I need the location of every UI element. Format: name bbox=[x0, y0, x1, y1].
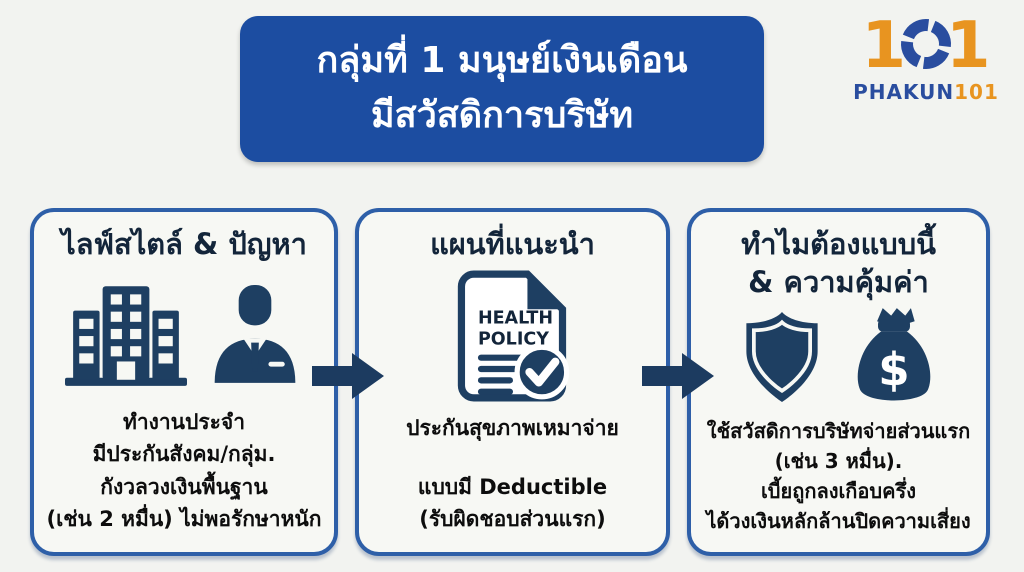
card2-line-3: (รับผิดชอบส่วนแรก) bbox=[419, 507, 606, 532]
money-bag-dollar-symbol: $ bbox=[878, 343, 909, 396]
card1-body-text: ทำงานประจำ มีประกันสังคม/กลุ่ม. กังวลวงเ… bbox=[47, 406, 322, 536]
doc-label-policy: POLICY bbox=[477, 329, 548, 349]
card2-icon-row: HEALTH POLICY bbox=[455, 264, 571, 413]
shield-icon bbox=[737, 308, 827, 410]
card1-heading: ไลฟ์สไตล์ & ปัญหา bbox=[61, 227, 307, 261]
card3-line-1: ใช้สวัสดิการบริษัทจ่ายส่วนแรก bbox=[706, 419, 971, 443]
card3-heading: ทำไมต้องแบบนี้ & ความคุ้มค่า bbox=[741, 226, 936, 301]
card3-line-4: ได้วงเงินหลักล้านปิดความเสี่ยง bbox=[706, 509, 971, 533]
title-line-1: กลุ่มที่ 1 มนุษย์เงินเดือน bbox=[316, 40, 688, 82]
logo-wordmark: PHAKUN101 bbox=[846, 80, 1006, 104]
health-policy-document-icon: HEALTH POLICY bbox=[455, 270, 571, 406]
card1-line-2: มีประกันสังคม/กลุ่ม. bbox=[92, 442, 276, 467]
logo-ring-zero-icon bbox=[897, 15, 955, 77]
card1-icon-row bbox=[65, 264, 303, 406]
card3-body-text: ใช้สวัสดิการบริษัทจ่ายส่วนแรก (เช่น 3 หม… bbox=[706, 416, 970, 536]
card3-heading-line-2: & ความคุ้มค่า bbox=[748, 264, 929, 299]
card-lifestyle-problems: ไลฟ์สไตล์ & ปัญหา bbox=[30, 208, 338, 556]
logo-digit-left: 1 bbox=[861, 9, 906, 83]
card2-line-1: ประกันสุขภาพเหมาจ่าย bbox=[406, 416, 619, 441]
flow-arrow-2-icon bbox=[642, 353, 714, 399]
title-banner: กลุ่มที่ 1 มนุษย์เงินเดือน มีสวัสดิการบร… bbox=[240, 16, 764, 162]
card3-icon-row: $ bbox=[737, 301, 941, 416]
card3-line-2: (เช่น 3 หมื่น). bbox=[774, 449, 903, 473]
card2-spacer bbox=[406, 445, 619, 471]
phakun101-logo: 1 1 PHAKUN101 bbox=[846, 14, 1006, 104]
card1-line-4: (เช่น 2 หมื่น) ไม่พอรักษาหนัก bbox=[46, 507, 322, 532]
logo-101-mark: 1 1 bbox=[846, 14, 1006, 78]
card3-heading-line-1: ทำไมต้องแบบนี้ bbox=[741, 227, 936, 261]
businessman-icon bbox=[207, 280, 303, 390]
card-recommended-plan: แผนที่แนะนำ HEALTH POLICY ประกันสุขภาพเห… bbox=[355, 208, 670, 556]
logo-digit-right: 1 bbox=[946, 9, 991, 83]
card3-line-3: เบี้ยถูกลงเกือบครึ่ง bbox=[760, 479, 916, 503]
logo-wordmark-number: 101 bbox=[954, 80, 999, 104]
flow-arrow-1-icon bbox=[312, 353, 384, 399]
office-buildings-icon bbox=[65, 280, 187, 390]
card2-body-text: ประกันสุขภาพเหมาจ่าย แบบมี Deductible (ร… bbox=[406, 412, 619, 536]
logo-wordmark-name: PHAKUN bbox=[853, 80, 955, 104]
doc-label-health: HEALTH bbox=[477, 309, 552, 329]
title-line-2: มีสวัสดิการบริษัท bbox=[370, 95, 634, 136]
card2-heading: แผนที่แนะนำ bbox=[430, 227, 595, 261]
card1-line-1: ทำงานประจำ bbox=[122, 409, 246, 434]
card-why-and-value: ทำไมต้องแบบนี้ & ความคุ้มค่า $ ใช้สวัสดิ… bbox=[687, 208, 990, 556]
card2-line-2: แบบมี Deductible bbox=[417, 474, 608, 499]
card1-line-3: กังวลวงเงินพื้นฐาน bbox=[100, 474, 268, 499]
money-bag-icon: $ bbox=[847, 306, 941, 412]
